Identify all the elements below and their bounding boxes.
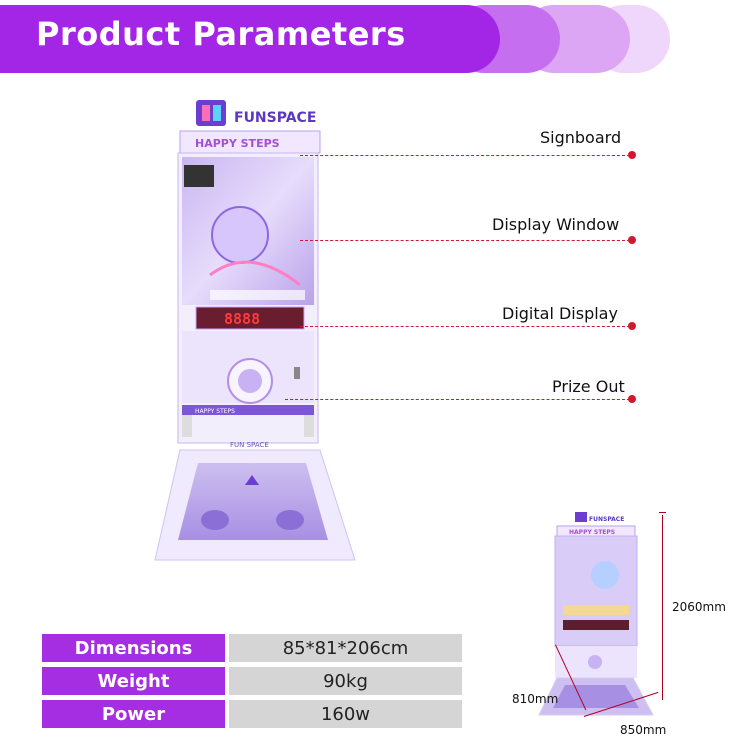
callout-label-signboard: Signboard [540, 128, 622, 147]
banner-band [0, 5, 500, 73]
score-digits: 8888 [224, 310, 260, 328]
callout-dot-prize-out [628, 395, 636, 403]
spec-key: Weight [42, 667, 225, 695]
digital-display [195, 306, 305, 330]
callout-label-display-window: Display Window [492, 215, 620, 234]
spec-value: 90kg [229, 667, 462, 695]
brand-text: FUNSPACE [234, 110, 316, 126]
funspace-logo [196, 100, 226, 126]
callout-dot-display-window [628, 236, 636, 244]
callout-label-digital-display: Digital Display [502, 304, 618, 323]
spec-key: Dimensions [42, 634, 225, 662]
callout-dot-digital-display [628, 322, 636, 330]
signboard-text: HAPPY STEPS [195, 137, 280, 150]
spec-row-weight: Weight 90kg [42, 667, 462, 695]
width-dimension-label: 850mm [620, 723, 667, 737]
spec-key: Power [42, 700, 225, 728]
header-banner: Product Parameters [0, 5, 750, 73]
callout-line-prize-out [285, 399, 630, 400]
page-title: Product Parameters [36, 15, 406, 53]
pad-text: FUN SPACE [230, 441, 269, 449]
spec-row-dimensions: Dimensions 85*81*206cm [42, 634, 462, 662]
callout-label-prize-out: Prize Out [552, 377, 625, 396]
spec-value: 85*81*206cm [229, 634, 462, 662]
callout-line-signboard [300, 155, 630, 156]
spec-row-power: Power 160w [42, 700, 462, 728]
small-brand-text: FUNSPACE [589, 516, 624, 523]
callout-dot-signboard [628, 151, 636, 159]
depth-dimension-label: 810mm [512, 692, 559, 706]
spec-value: 160w [229, 700, 462, 728]
height-dimension-label: 2060mm [672, 600, 726, 614]
small-sign-text: HAPPY STEPS [569, 529, 615, 536]
camera-box [184, 165, 214, 187]
window-graphic [211, 206, 269, 264]
arcade-machine-image: FUNSPACE HAPPY STEPS 8888 HAPPY STEPS FU… [154, 100, 356, 561]
callout-line-display-window [300, 240, 630, 241]
height-dimension-line [662, 515, 663, 700]
footer-strip-text: HAPPY STEPS [195, 408, 235, 415]
height-arrow-top [659, 512, 666, 520]
callout-line-digital-display [300, 326, 630, 327]
step-pad-surface [178, 463, 328, 540]
coin-slot [294, 367, 300, 379]
